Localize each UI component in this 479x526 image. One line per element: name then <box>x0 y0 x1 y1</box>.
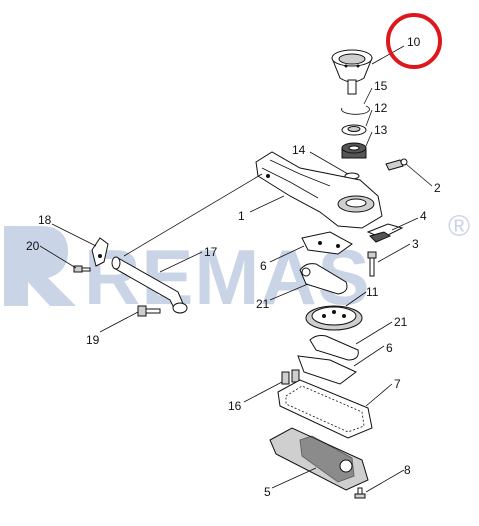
callout-6-lower: 6 <box>386 341 393 355</box>
callout-6-upper: 6 <box>260 259 267 273</box>
callout-19: 19 <box>86 333 100 347</box>
callout-17: 17 <box>204 245 218 259</box>
callout-7: 7 <box>394 377 401 391</box>
callout-5: 5 <box>264 485 271 499</box>
part-16-pins <box>281 369 300 385</box>
shaft-center-line <box>123 173 263 257</box>
callout-4: 4 <box>420 209 427 223</box>
part-21-cam-lower <box>309 335 359 361</box>
part-6-plate-upper <box>301 231 353 255</box>
callout-15: 15 <box>374 79 388 93</box>
part-21-cam-upper <box>299 263 348 295</box>
part-13-bearing <box>341 142 367 159</box>
part-12-bearing <box>341 124 367 136</box>
part-7-gasket <box>277 379 373 439</box>
highlight-ring <box>386 13 442 69</box>
callout-20: 20 <box>26 239 40 253</box>
part-15-circlip <box>341 105 370 115</box>
callout-13: 13 <box>374 123 388 137</box>
part-8-screw <box>354 487 366 499</box>
part-4-tab <box>369 231 392 243</box>
callout-12: 12 <box>374 101 388 115</box>
part-6-plate-lower <box>297 355 357 385</box>
part-20-screw <box>73 265 91 273</box>
callout-21-upper: 21 <box>256 297 270 311</box>
callout-14: 14 <box>292 143 306 157</box>
watermark-logo-mark <box>4 226 76 306</box>
part-1-gear-case <box>255 151 383 229</box>
callout-11: 11 <box>366 285 379 299</box>
watermark-registered-mark: ® <box>448 210 470 243</box>
part-17-tube <box>111 256 188 314</box>
part-19-bolt <box>137 305 161 317</box>
part-5-cover <box>269 427 369 491</box>
callout-16: 16 <box>228 399 242 413</box>
callout-10: 10 <box>407 35 421 49</box>
part-3-bolt <box>367 251 377 277</box>
callout-21-lower: 21 <box>394 315 408 329</box>
callout-1: 1 <box>238 209 245 223</box>
part-18-clamp <box>91 237 109 267</box>
leader-lines <box>39 45 433 493</box>
callout-18: 18 <box>38 213 52 227</box>
callout-2: 2 <box>434 181 441 195</box>
part-2-grease-nipple <box>385 158 408 171</box>
callout-3: 3 <box>412 237 419 251</box>
callout-labels: 10 15 12 13 14 2 1 4 18 20 17 3 6 21 11 … <box>26 35 441 499</box>
callout-8: 8 <box>404 463 411 477</box>
part-11-gear <box>305 305 363 331</box>
part-10-drum <box>331 49 373 95</box>
